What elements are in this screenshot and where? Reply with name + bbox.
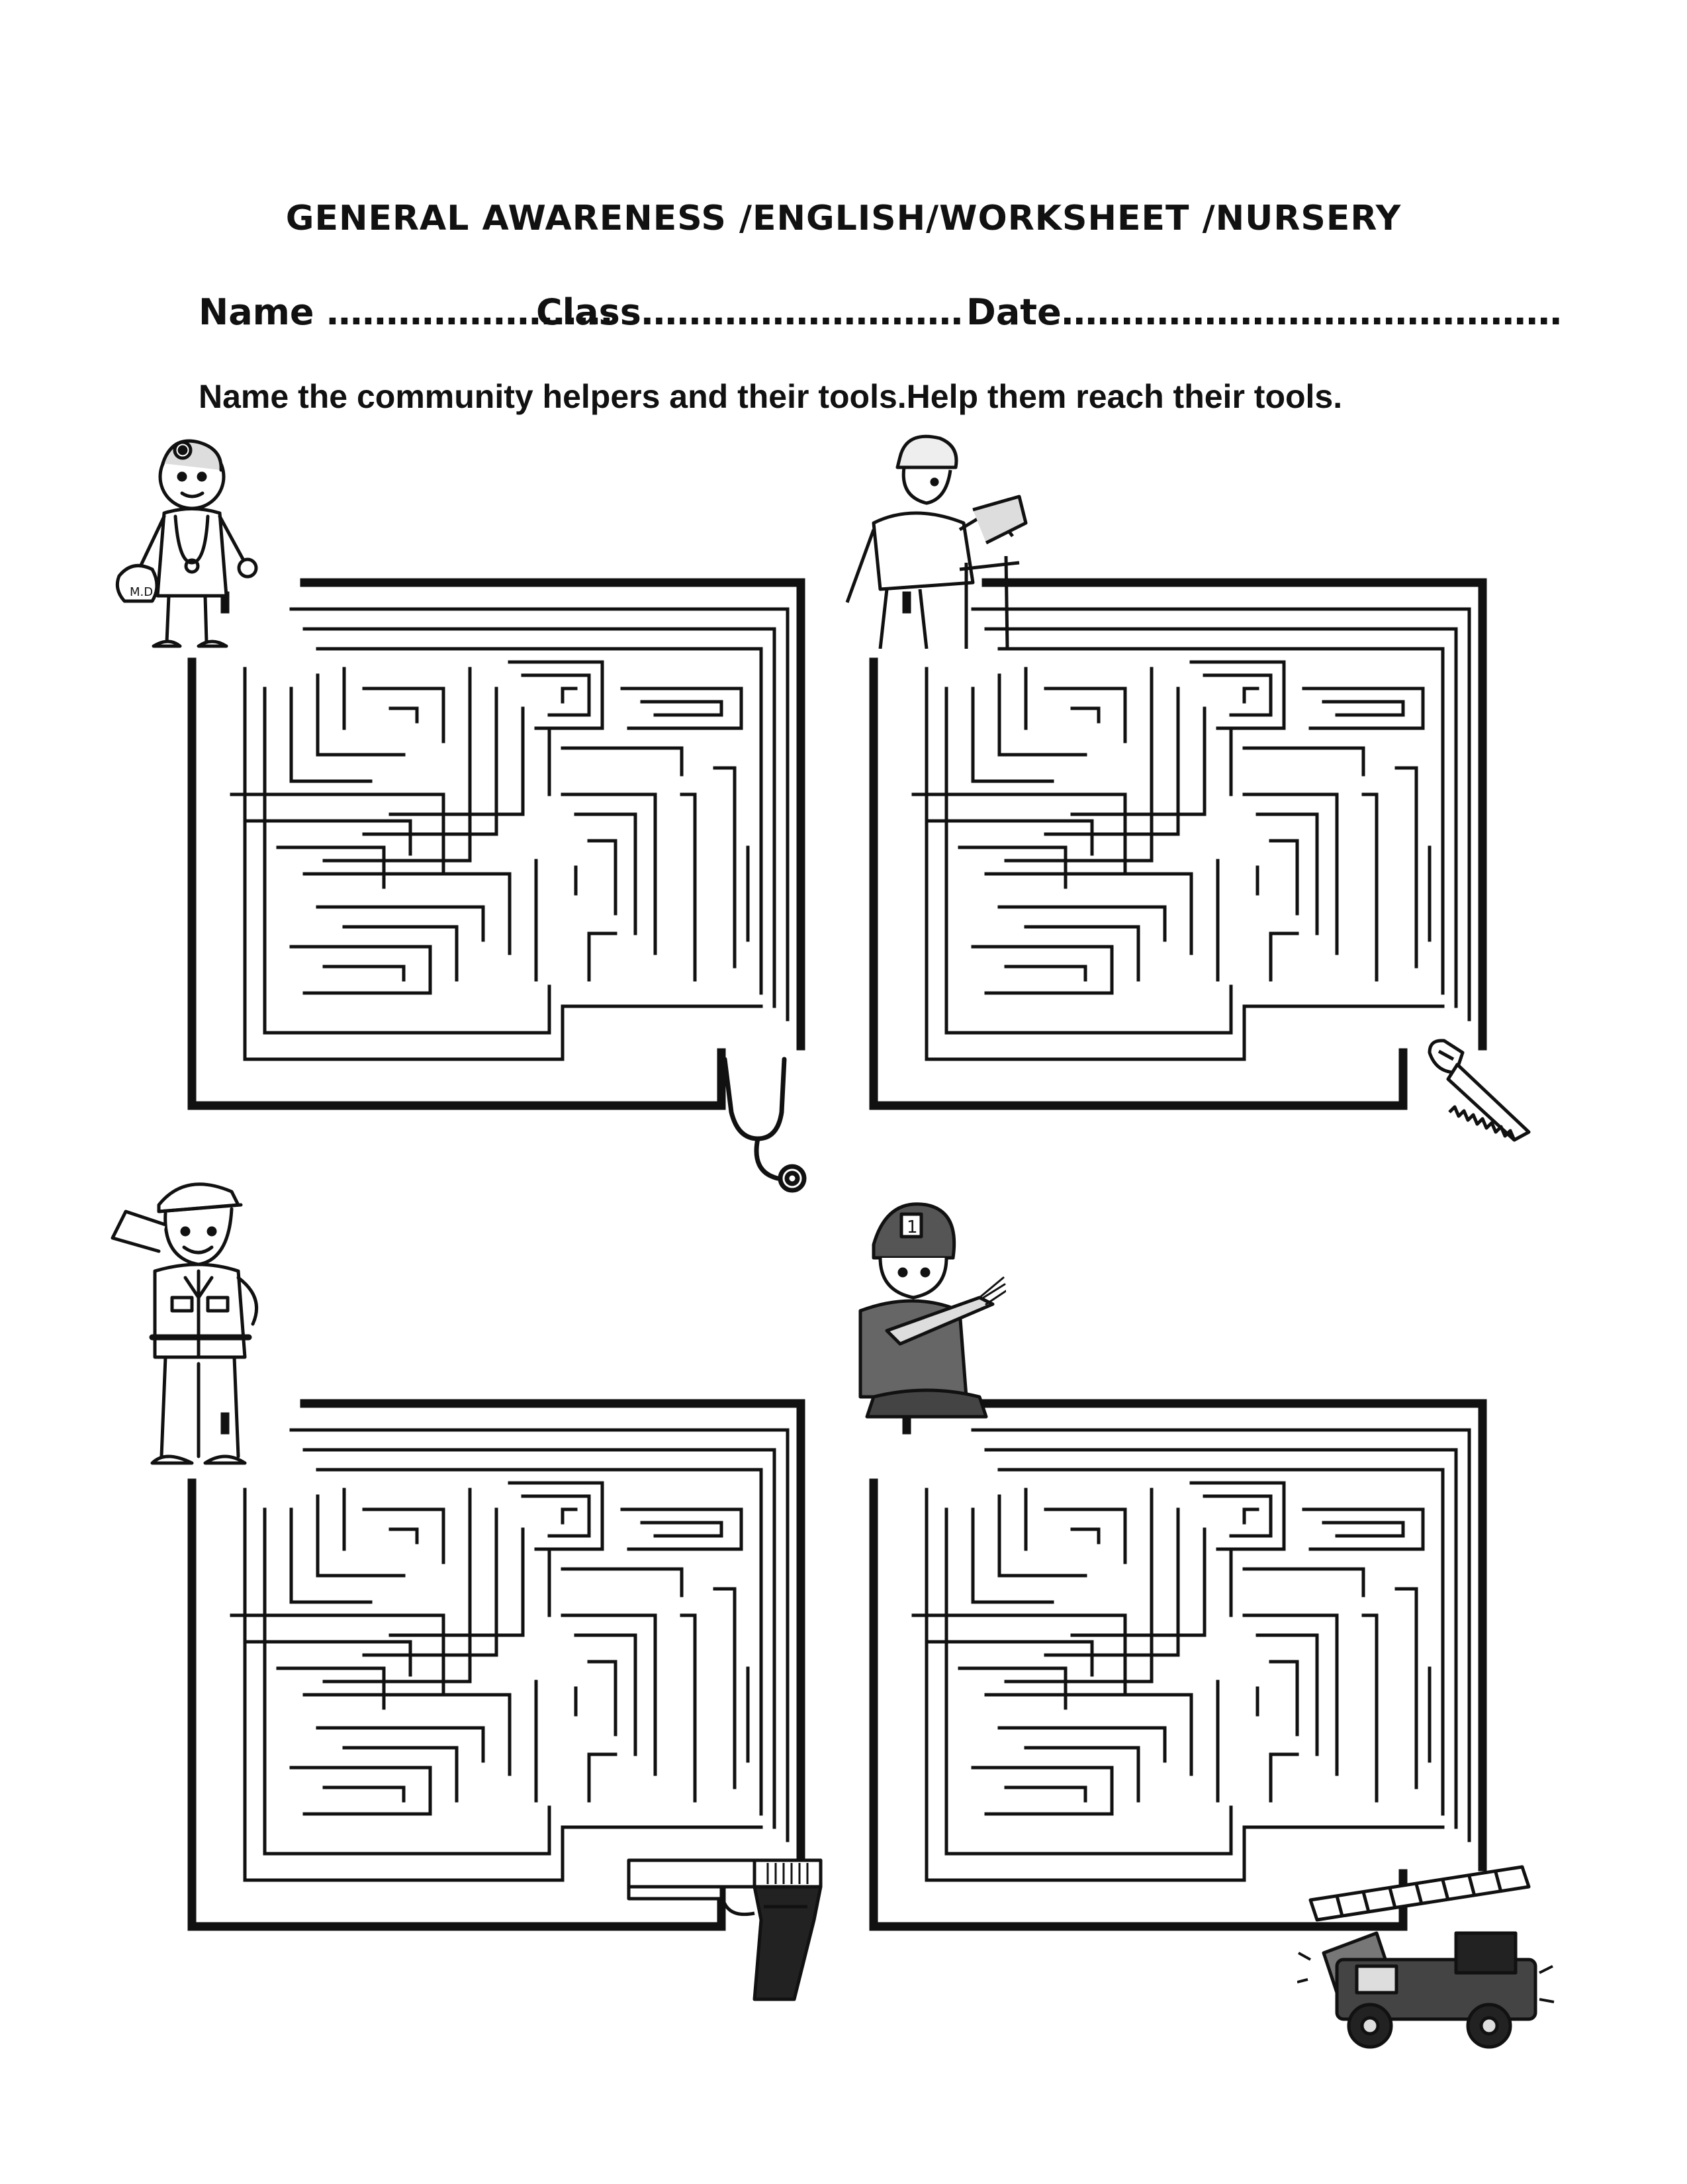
fireman-helmet-number: 1 <box>907 1217 918 1237</box>
worksheet-title: GENERAL AWARENESS /ENGLISH/WORKSHEET /NU… <box>285 199 1402 238</box>
doctor-badge-text: M.D <box>130 585 153 599</box>
fire-truck-icon <box>1297 1860 1555 2052</box>
maze-doctor[interactable] <box>179 576 814 1112</box>
name-field[interactable]: Name …………………… <box>199 291 613 333</box>
carpenter-icon <box>834 430 1032 649</box>
gun-icon <box>622 1847 834 2006</box>
doctor-icon: M.D <box>106 430 278 662</box>
class-field[interactable]: Class……………………… <box>536 291 963 333</box>
fireman-icon: 1 <box>847 1198 1006 1423</box>
date-field[interactable]: Date…………………………………… <box>966 291 1562 333</box>
saw-icon <box>1416 1033 1535 1145</box>
maze-fireman[interactable] <box>860 1397 1496 1933</box>
maze-carpenter[interactable] <box>860 576 1496 1112</box>
instruction-text: Name the community helpers and their too… <box>199 378 1343 415</box>
student-fields: Name …………………… Class………………………Date……………………… <box>199 291 1562 333</box>
policeman-icon <box>99 1165 278 1476</box>
stethoscope-icon <box>711 1046 817 1198</box>
